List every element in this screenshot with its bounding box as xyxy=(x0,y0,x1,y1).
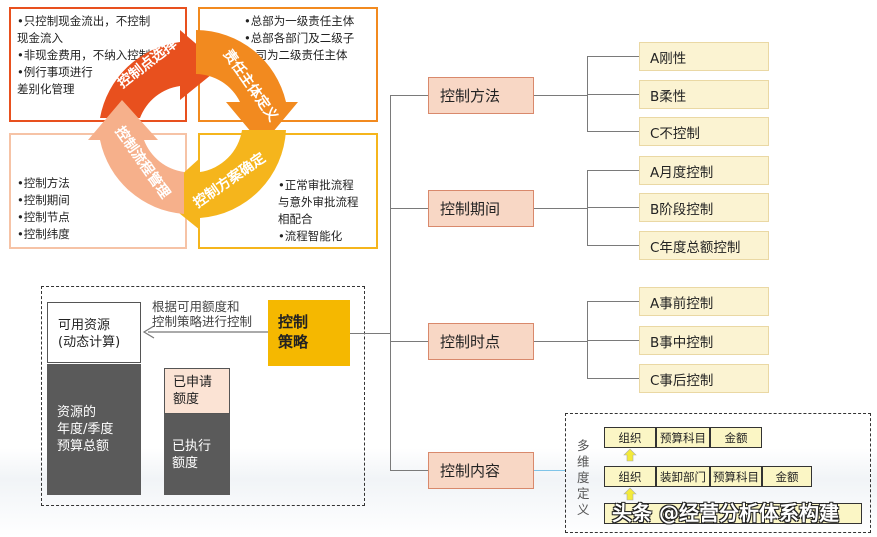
connector xyxy=(534,341,587,342)
cycle-arrow-3 xyxy=(158,130,286,230)
node-control-method: 控制方法 xyxy=(428,77,534,114)
cycle-diagram: 控制点选择 责任主体定义 控制方案确定 控制流程管理 xyxy=(88,30,298,230)
dim-arrow-2 xyxy=(623,487,637,501)
executed-amount-box: 已执行 额度 xyxy=(164,414,230,495)
connector xyxy=(587,170,639,171)
dimension-side-label: 多 维 度 定 义 xyxy=(577,438,590,517)
dim-row1-org: 组织 xyxy=(604,427,656,448)
connector xyxy=(390,341,428,342)
leaf-monthly: A月度控制 xyxy=(639,156,769,185)
leaf-in-process-control: B事中控制 xyxy=(639,326,769,355)
dimension-panel xyxy=(565,413,871,533)
total-budget-box: 资源的 年度/季度 预算总额 xyxy=(47,364,141,495)
dim-row1-amount: 金额 xyxy=(710,427,762,448)
connector xyxy=(587,131,639,132)
connector xyxy=(587,245,639,246)
dim-row2-dept: 装卸部门 xyxy=(656,466,710,487)
control-arrow-label: 根据可用额度和 控制策略进行控制 xyxy=(152,299,253,329)
leaf-annual-total: C年度总额控制 xyxy=(639,231,769,260)
connector xyxy=(350,333,390,334)
connector xyxy=(587,340,639,341)
connector xyxy=(534,95,587,96)
leaf-pre-control: A事前控制 xyxy=(639,287,769,316)
connector xyxy=(587,94,639,95)
cycle-arrow-2 xyxy=(196,30,298,145)
connector xyxy=(587,378,639,379)
leaf-flexible: B柔性 xyxy=(639,80,769,109)
connector xyxy=(587,301,588,378)
connector xyxy=(534,208,587,209)
dim-row3-bar xyxy=(604,503,862,524)
connector xyxy=(390,95,428,96)
cycle-arrow-4 xyxy=(88,100,184,214)
connector xyxy=(587,170,588,246)
connector xyxy=(587,56,639,57)
node-control-period: 控制期间 xyxy=(428,190,534,227)
node-control-content: 控制内容 xyxy=(428,452,534,489)
dim-row2-org: 组织 xyxy=(604,466,656,487)
leaf-stage: B阶段控制 xyxy=(639,193,769,222)
connector xyxy=(587,301,639,302)
control-arrow xyxy=(142,325,276,339)
available-resource-box: 可用资源 (动态计算) xyxy=(47,302,141,363)
dim-row2-amount: 金额 xyxy=(762,466,812,487)
node-control-timing: 控制时点 xyxy=(428,323,534,360)
watermark: 头条 @经营分析体系构建 xyxy=(612,501,839,525)
connector xyxy=(587,207,639,208)
cycle-arrow-1 xyxy=(100,30,222,118)
dim-row1-budget-item: 预算科目 xyxy=(656,427,710,448)
connector xyxy=(390,470,428,471)
leaf-no-control: C不控制 xyxy=(639,117,769,146)
connector xyxy=(390,95,391,470)
leaf-post-control: C事后控制 xyxy=(639,364,769,393)
dim-row2-budget-item: 预算科目 xyxy=(710,466,762,487)
leaf-rigid: A刚性 xyxy=(639,42,769,71)
strategy-box: 控制 策略 xyxy=(268,300,350,366)
connector xyxy=(534,470,565,471)
resource-panel xyxy=(41,286,365,506)
connector xyxy=(390,208,428,209)
applied-amount-box: 已申请 额度 xyxy=(164,368,230,414)
dim-arrow-1 xyxy=(623,448,637,462)
